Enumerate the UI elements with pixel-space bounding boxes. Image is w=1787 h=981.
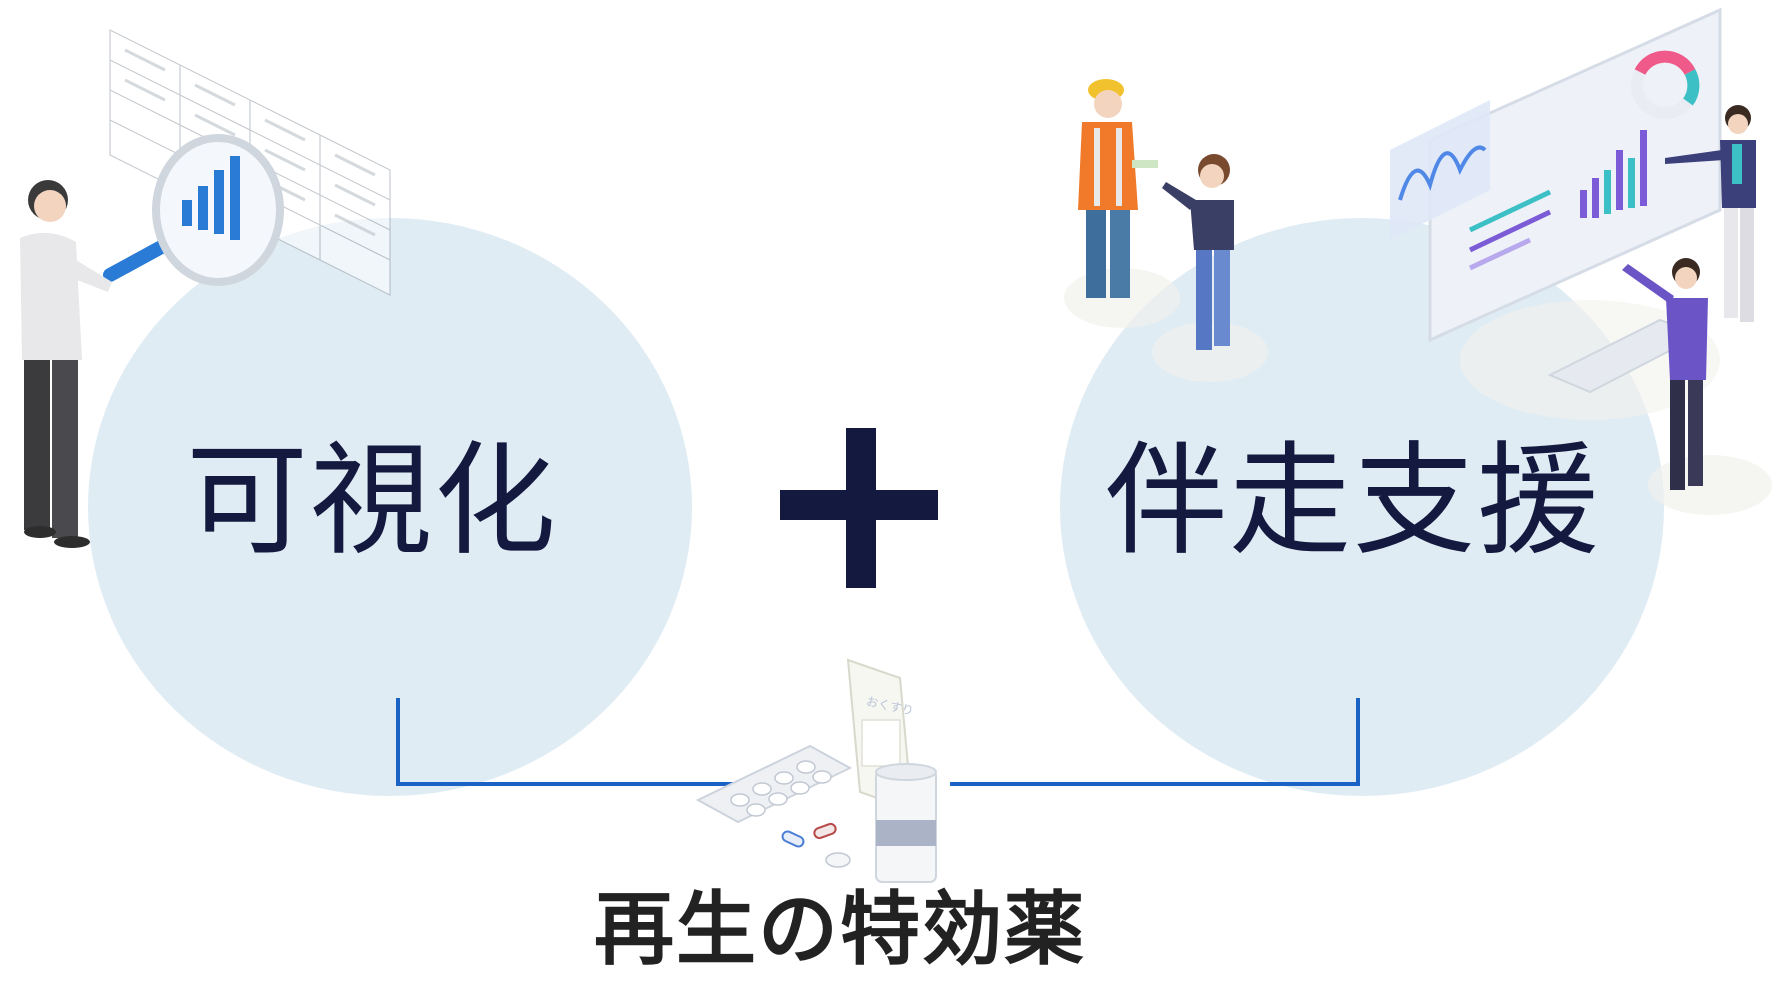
visualization-label: 可視化	[186, 430, 558, 572]
worker-and-woman-consulting-icon	[1064, 79, 1268, 382]
left-concept-circle	[88, 218, 692, 796]
medicine-pills-and-package-icon: おくすり	[695, 658, 937, 883]
accompaniment-support-label: 伴走支援	[1105, 430, 1601, 572]
result-caption: 再生の特効薬	[594, 883, 1086, 976]
data-analysis-person-with-magnifier-icon	[20, 29, 391, 548]
team-presenting-dashboard-monitor-icon	[1390, 7, 1772, 515]
